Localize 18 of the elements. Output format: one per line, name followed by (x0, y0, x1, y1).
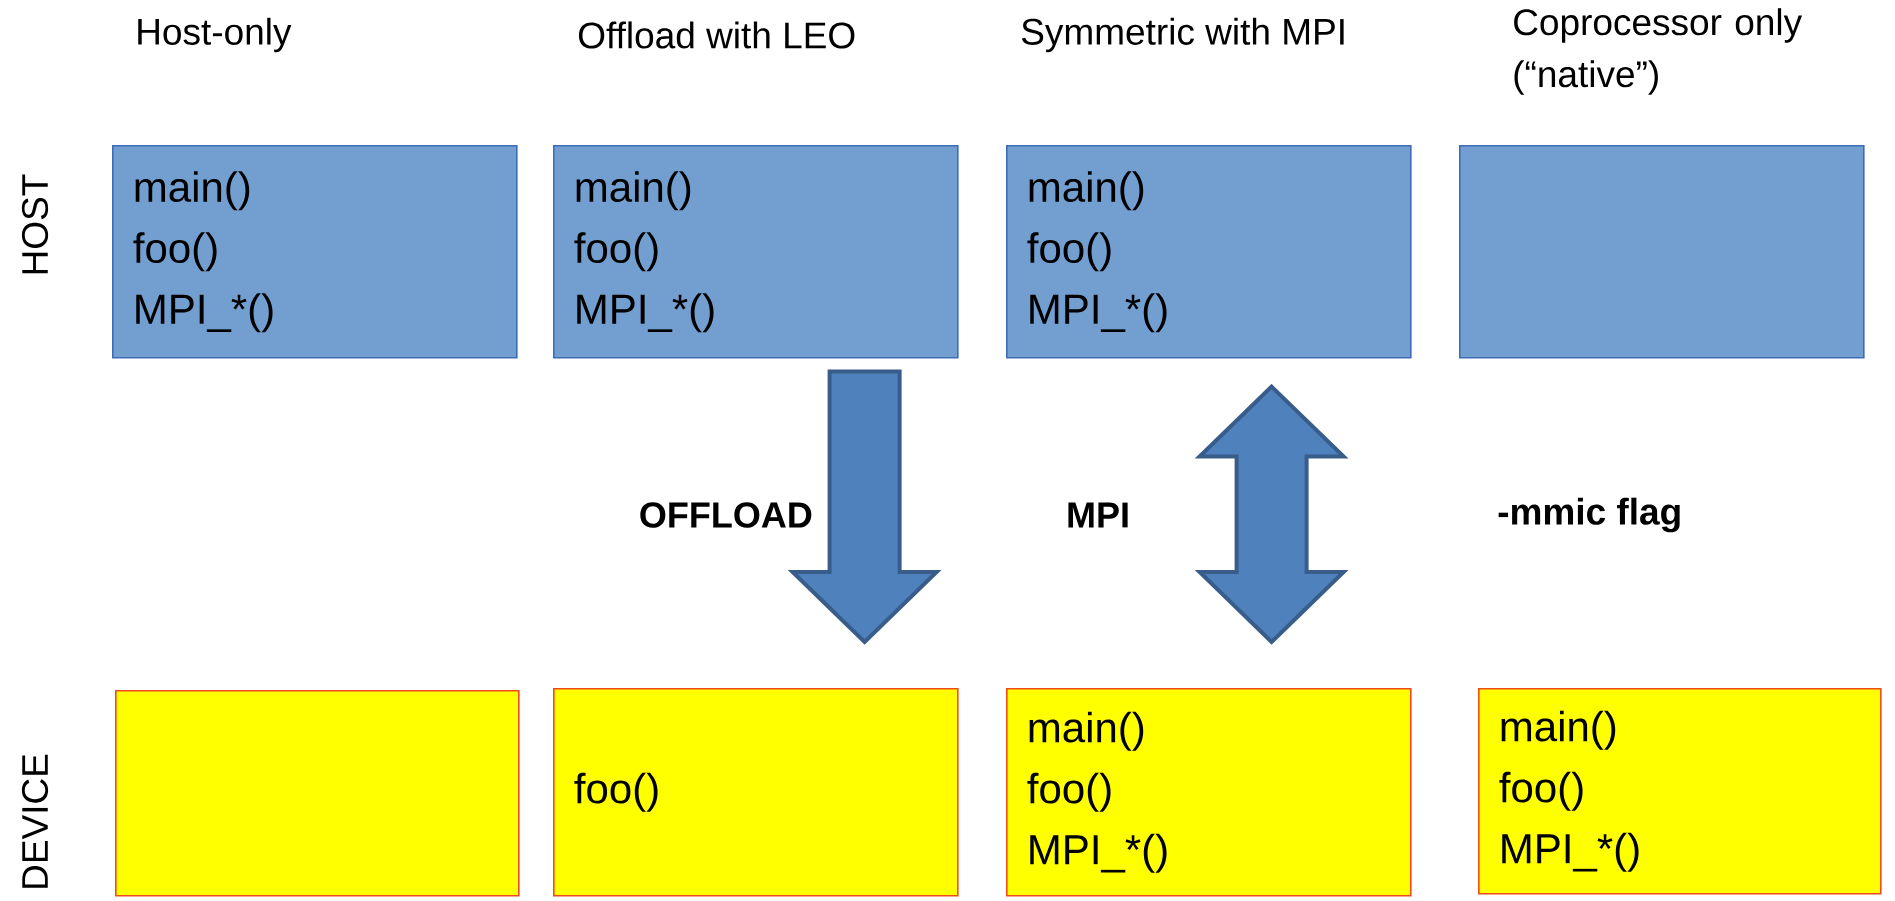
empty-box (1459, 145, 1865, 359)
row-label: DEVICE (21, 754, 49, 888)
block-arrow (787, 369, 942, 645)
code-box: main() foo() MPI_*() (112, 145, 518, 359)
code-box: main() foo() MPI_*() (1006, 145, 1412, 359)
code-box: main() foo() MPI_*() (553, 145, 959, 359)
empty-box (115, 690, 520, 897)
column-heading: Host-only (138, 17, 292, 53)
note-text: -mmic flag (1498, 497, 1680, 533)
code-box: foo() (553, 688, 959, 897)
row-label: HOST (21, 174, 49, 274)
code-box: main() foo() MPI_*() (1478, 688, 1882, 895)
edge-label: MPI (1068, 502, 1128, 528)
column-heading: Coprocessor only (“native”) (1514, 8, 1803, 95)
edge-label: OFFLOAD (640, 502, 812, 528)
column-heading: Offload with LEO (578, 21, 855, 49)
column-heading: Symmetric with MPI (1021, 17, 1344, 53)
code-box: main() foo() MPI_*() (1006, 688, 1412, 897)
